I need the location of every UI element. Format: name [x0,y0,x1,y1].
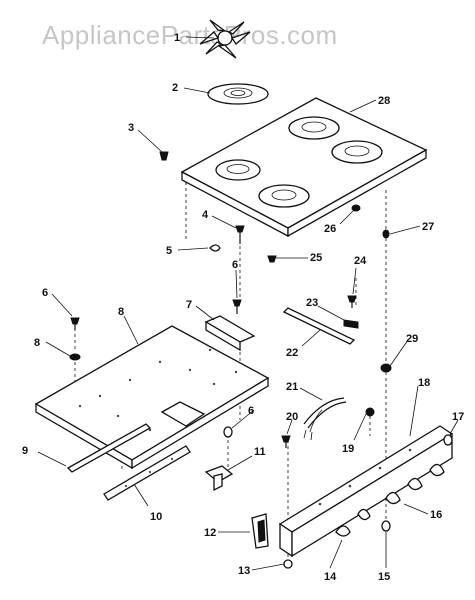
part-11-rail [103,445,191,501]
callout-16: 15 [378,571,390,583]
part-19-control-panel [278,425,454,558]
part-1-fan-blade [199,19,251,59]
callout-labels: 1 2 3 4 5 6 6 6 8 7 8 9 10 11 12 13 14 1… [22,32,464,583]
callout-18: 17 [452,411,464,423]
callout-4: 4 [202,209,209,221]
watermark-text: AppliancePartsPros.com [42,20,338,50]
callout-27: 26 [324,223,336,235]
part-8-base-pan [34,325,270,470]
callout-2: 2 [172,82,178,94]
part-29-cooktop [180,97,428,238]
callout-1: 1 [174,32,180,44]
part-23-24-rod [282,307,359,345]
callout-9: 8 [34,337,40,349]
callout-29: 28 [378,95,390,107]
part-15-17-knobs [335,463,445,537]
callout-8: 8 [118,306,124,318]
callout-20: 19 [342,443,354,455]
part-7-bracket [204,315,256,352]
callout-19: 18 [418,377,430,389]
callout-15: 14 [324,571,337,583]
callout-6-top: 6 [232,259,238,271]
callout-26: 25 [310,252,322,264]
callout-13: 12 [204,527,216,539]
callout-21: 20 [286,411,298,423]
part-13-bracket [251,513,269,549]
callout-7: 7 [186,299,192,311]
callout-28: 27 [422,221,434,233]
callout-17: 16 [430,509,442,521]
callout-11: 10 [150,511,162,523]
fasteners [69,151,453,569]
callout-14: 13 [238,565,250,577]
callout-leaders [37,36,459,571]
callout-12: 11 [254,446,266,458]
part-22-wire-harness [303,397,347,441]
callout-25: 24 [354,255,367,267]
callout-22: 21 [286,381,298,393]
callout-6-lower: 6 [248,405,254,417]
callout-3: 3 [128,122,134,134]
callout-24: 23 [306,297,318,309]
part-10-rail [66,423,152,473]
callout-6-left: 6 [42,287,48,299]
callout-23: 22 [286,347,298,359]
part-12-clip [204,465,234,492]
callout-30: 29 [406,333,418,345]
callout-5: 5 [166,245,172,257]
part-2-burner-cap [207,83,269,105]
callout-10: 9 [22,445,28,457]
